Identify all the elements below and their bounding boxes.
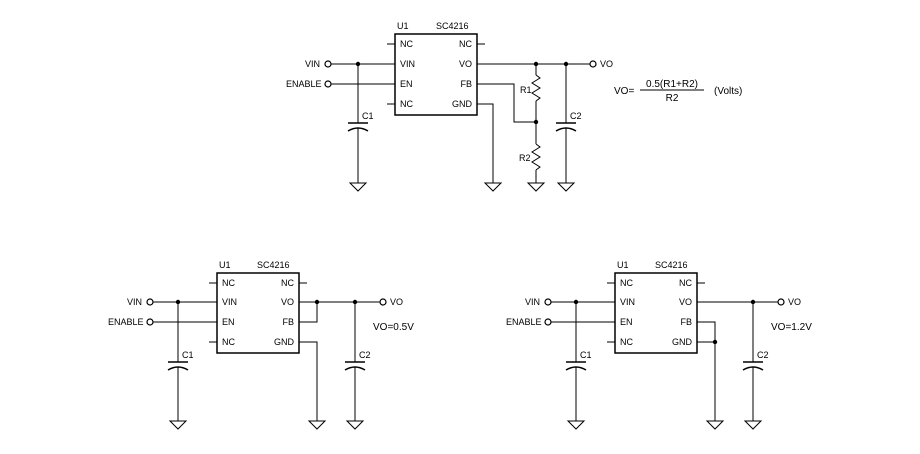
enable-terminal — [544, 318, 552, 326]
pin-label-en: EN — [620, 317, 633, 327]
pin-label-gnd: GND — [274, 337, 295, 347]
vin-label: VIN — [305, 59, 320, 69]
enable-terminal — [146, 318, 154, 326]
pin-label-vo: VO — [679, 297, 692, 307]
pin-label-en: EN — [400, 79, 413, 89]
ic-ref-label: U1 — [617, 260, 629, 270]
equation-unit: (Volts) — [714, 86, 742, 97]
ground-symbol — [526, 182, 546, 192]
ground-symbol — [307, 420, 327, 430]
vo-label: VO — [390, 297, 403, 307]
pin-label-nc: NC — [281, 278, 294, 288]
circuit-top: U1 SC4216 NC VIN EN NC NC VO FB GND VIN … — [286, 21, 742, 192]
vin-terminal — [146, 298, 154, 306]
r2-resistor — [531, 143, 541, 171]
pin-label-vo: VO — [459, 59, 472, 69]
pin-label-nc: NC — [459, 39, 472, 49]
vo-equation: VO= 0.5(R1+R2) R2 (Volts) — [614, 79, 742, 104]
c2-label: C2 — [359, 350, 371, 360]
pin-label-nc: NC — [400, 99, 413, 109]
vo-value-label: VO=0.5V — [373, 322, 414, 333]
c1-label: C1 — [182, 350, 194, 360]
pin-label-vo: VO — [281, 297, 294, 307]
c1-label: C1 — [362, 111, 374, 121]
vo-terminal — [777, 298, 785, 306]
equation-lhs: VO= — [614, 86, 634, 97]
pin-label-vin: VIN — [400, 59, 415, 69]
ground-symbol — [743, 420, 763, 430]
vo-terminal — [379, 298, 387, 306]
r2-label: R2 — [519, 153, 531, 163]
pin-label-gnd: GND — [452, 99, 473, 109]
vo-label: VO — [788, 297, 801, 307]
pin-label-fb: FB — [680, 317, 692, 327]
r1-label: R1 — [520, 85, 532, 95]
c2-label: C2 — [757, 350, 769, 360]
pin-label-fb: FB — [282, 317, 294, 327]
ground-symbol — [556, 182, 576, 192]
pin-label-nc: NC — [620, 278, 633, 288]
vo-value-label: VO=1.2V — [771, 322, 812, 333]
ic-body — [394, 33, 478, 116]
vin-label: VIN — [127, 297, 142, 307]
r1-resistor — [531, 74, 541, 102]
equation-numerator: 0.5(R1+R2) — [646, 79, 698, 90]
vin-terminal — [544, 298, 552, 306]
pin-label-nc: NC — [222, 337, 235, 347]
enable-label: ENABLE — [506, 317, 542, 327]
pin-label-nc: NC — [679, 278, 692, 288]
pin-label-fb: FB — [460, 79, 472, 89]
pin-label-vin: VIN — [222, 297, 237, 307]
ic-ref-label: U1 — [397, 21, 409, 31]
ground-symbol — [168, 420, 188, 430]
ic-body — [614, 272, 698, 354]
enable-label: ENABLE — [108, 317, 144, 327]
vin-label: VIN — [525, 297, 540, 307]
pin-label-vin: VIN — [620, 297, 635, 307]
junction-dot — [712, 339, 718, 345]
pin-label-nc: NC — [400, 39, 413, 49]
ground-symbol — [566, 420, 586, 430]
equation-denominator: R2 — [666, 93, 679, 104]
ground-symbol — [483, 182, 503, 192]
ground-symbol — [345, 420, 365, 430]
enable-label: ENABLE — [286, 79, 322, 89]
junction-dot — [533, 119, 539, 125]
ic-ref-label: U1 — [219, 260, 231, 270]
c1-label: C1 — [580, 350, 592, 360]
vo-terminal — [589, 60, 597, 68]
enable-terminal — [324, 80, 332, 88]
ic-part-label: SC4216 — [655, 260, 688, 270]
pin-label-nc: NC — [222, 278, 235, 288]
ic-body — [216, 272, 300, 354]
circuit-left: U1 SC4216 NC VIN EN NC NC VO FB GND VIN … — [108, 260, 414, 430]
ground-symbol — [705, 420, 725, 430]
ic-part-label: SC4216 — [257, 260, 290, 270]
pin-label-en: EN — [222, 317, 235, 327]
junction-dot — [314, 299, 320, 305]
vin-terminal — [324, 60, 332, 68]
ground-symbol — [348, 182, 368, 192]
pin-label-gnd: GND — [672, 337, 693, 347]
c2-label: C2 — [570, 111, 582, 121]
circuit-right: U1 SC4216 NC VIN EN NC NC VO FB GND VIN … — [506, 260, 812, 430]
vo-label: VO — [600, 59, 613, 69]
pin-label-nc: NC — [620, 337, 633, 347]
ic-part-label: SC4216 — [436, 21, 469, 31]
